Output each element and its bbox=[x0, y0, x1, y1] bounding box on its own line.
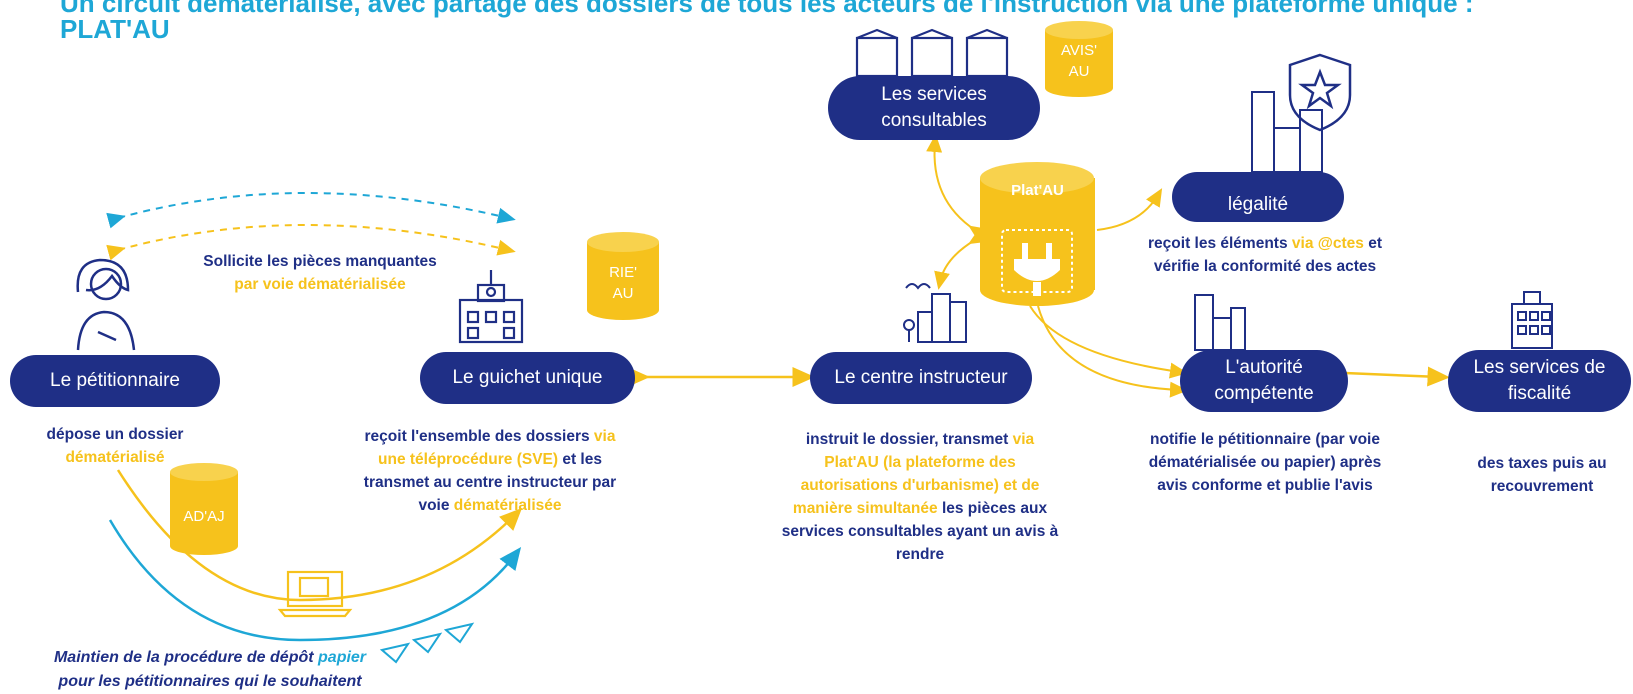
sollicite-text: Sollicite les pièces manquantes par voie… bbox=[203, 253, 437, 293]
dashed-arrow-blue bbox=[106, 192, 516, 229]
actor-legalite: légalité bbox=[1172, 172, 1344, 222]
actor-guichet-unique: Le guichet unique bbox=[420, 352, 635, 404]
building-icon bbox=[1511, 291, 1553, 349]
arrow-platau-autorite bbox=[1037, 305, 1188, 398]
arrow-platau-autorite-2 bbox=[1029, 305, 1188, 379]
petitionnaire-desc: dépose un dossier dématérialisé bbox=[46, 426, 184, 466]
centre-desc: instruit le dossier, transmet via Plat'A… bbox=[781, 431, 1059, 563]
actor-services-consultables: Les services consultables bbox=[828, 76, 1040, 140]
autorite-desc: notifie le pétitionnaire (par voie démat… bbox=[1148, 431, 1382, 494]
diagram-title-platau: PLAT'AU bbox=[60, 14, 170, 44]
paper-procedure-note: Maintien de la procédure de dépôt papier… bbox=[53, 649, 367, 690]
actor-centre-instructeur: Le centre instructeur bbox=[810, 352, 1032, 404]
city-icon bbox=[903, 283, 967, 343]
db-ad-aj: AD'AJ bbox=[183, 508, 225, 525]
fiscalite-desc: des taxes puis au recouvrement bbox=[1477, 455, 1607, 495]
office-buildings-icon bbox=[855, 28, 1009, 78]
arrow-platau-legalite bbox=[1096, 188, 1163, 231]
shield-star-icon bbox=[1288, 53, 1352, 132]
db-platau: Plat'AU bbox=[1011, 182, 1064, 199]
cylinder-avis-au bbox=[1045, 21, 1113, 97]
cylinder-ad-aj bbox=[170, 463, 238, 555]
town-hall-icon bbox=[458, 270, 524, 344]
autorite-building-icon bbox=[1194, 294, 1246, 351]
arc-blue-bottom bbox=[108, 519, 522, 642]
person-icon bbox=[76, 258, 136, 351]
arrow-platau-centre bbox=[934, 227, 988, 290]
dashed-arrow-yellow bbox=[106, 224, 516, 261]
legalite-desc: reçoit les éléments via @ctes et vérifie… bbox=[1148, 235, 1382, 275]
actor-services-fiscalite: Les services de fiscalité bbox=[1448, 350, 1631, 412]
guichet-desc: reçoit l'ensemble des dossiers via une t… bbox=[363, 428, 617, 514]
laptop-icon bbox=[277, 570, 353, 618]
actor-autorite-competente: L'autorité compétente bbox=[1180, 350, 1348, 412]
actor-petitionnaire: Le pétitionnaire bbox=[10, 355, 220, 407]
arrow-autorite-fiscalite bbox=[1344, 366, 1450, 387]
db-avis-au: AVIS' AU bbox=[1061, 42, 1097, 80]
paper-plane-icon bbox=[379, 622, 475, 664]
plug-icon bbox=[1001, 229, 1073, 296]
cylinder-rie-au bbox=[587, 232, 659, 320]
diagram-title: Un circuit dématérialisé, avec partage d… bbox=[60, 0, 1474, 18]
db-rie-au: RIE' AU bbox=[609, 264, 637, 302]
arrow-platau-services bbox=[926, 134, 988, 243]
